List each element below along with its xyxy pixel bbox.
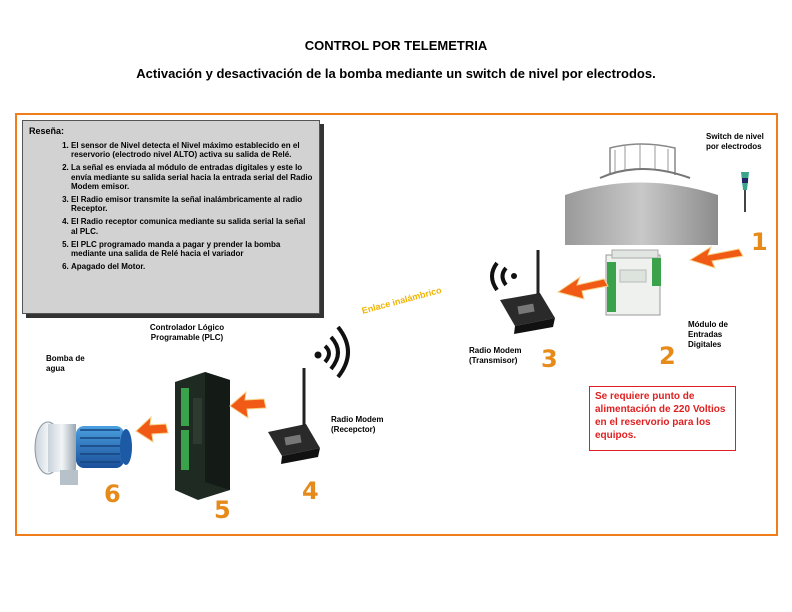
summary-item: El Radio receptor comunica mediante su s… [71, 217, 313, 235]
label-plc: Controlador Lógico Programable (PLC) [149, 323, 225, 342]
radio-modem-transmitter-image [490, 250, 555, 334]
arrow-icon [135, 415, 169, 444]
arrow-icon [229, 390, 267, 420]
summary-item: El sensor de Nivel detecta el Nivel máxi… [71, 141, 313, 159]
step-number-5: 5 [214, 496, 231, 524]
summary-list: El sensor de Nivel detecta el Nivel máxi… [29, 141, 313, 271]
arrow-icon [556, 275, 609, 300]
wireless-signal-icon [314, 325, 350, 379]
step-number-3: 3 [541, 345, 558, 373]
summary-item: El PLC programado manda a pagar y prende… [71, 240, 313, 258]
plc-image [175, 372, 230, 500]
step-number-2: 2 [659, 342, 676, 370]
summary-heading: Reseña: [29, 126, 65, 136]
summary-box: Reseña: El sensor de Nivel detecta el Ni… [22, 120, 320, 314]
water-pump-image [34, 421, 132, 485]
diagram-frame [15, 113, 778, 536]
digital-input-module-image [605, 249, 661, 316]
label-radio-receiver: Radio Modem (Recepctor) [331, 415, 384, 434]
radio-modem-receiver-image [268, 368, 320, 464]
summary-item: La señal es enviada al módulo de entrada… [71, 163, 313, 191]
step-number-1: 1 [751, 228, 768, 256]
label-water-pump: Bomba de agua [46, 354, 85, 373]
label-digital-module: Módulo de Entradas Digitales [688, 320, 728, 349]
step-number-4: 4 [302, 477, 319, 505]
summary-item: El Radio emisor transmite la señal inalá… [71, 195, 313, 213]
step-number-6: 6 [104, 480, 121, 508]
label-radio-transmitter: Radio Modem (Transmisor) [469, 346, 522, 365]
arrow-icon [688, 245, 744, 269]
summary-item: Apagado del Motor. [71, 262, 313, 271]
label-level-switch: Switch de nivel por electrodos [706, 132, 764, 151]
page-subtitle: Activación y desactivación de la bomba m… [136, 66, 656, 81]
page-title: CONTROL POR TELEMETRIA [304, 38, 488, 53]
reservoir-tank-image [565, 143, 718, 245]
power-requirement-note: Se requiere punto de alimentación de 220… [589, 386, 736, 451]
level-switch-image [741, 172, 749, 212]
